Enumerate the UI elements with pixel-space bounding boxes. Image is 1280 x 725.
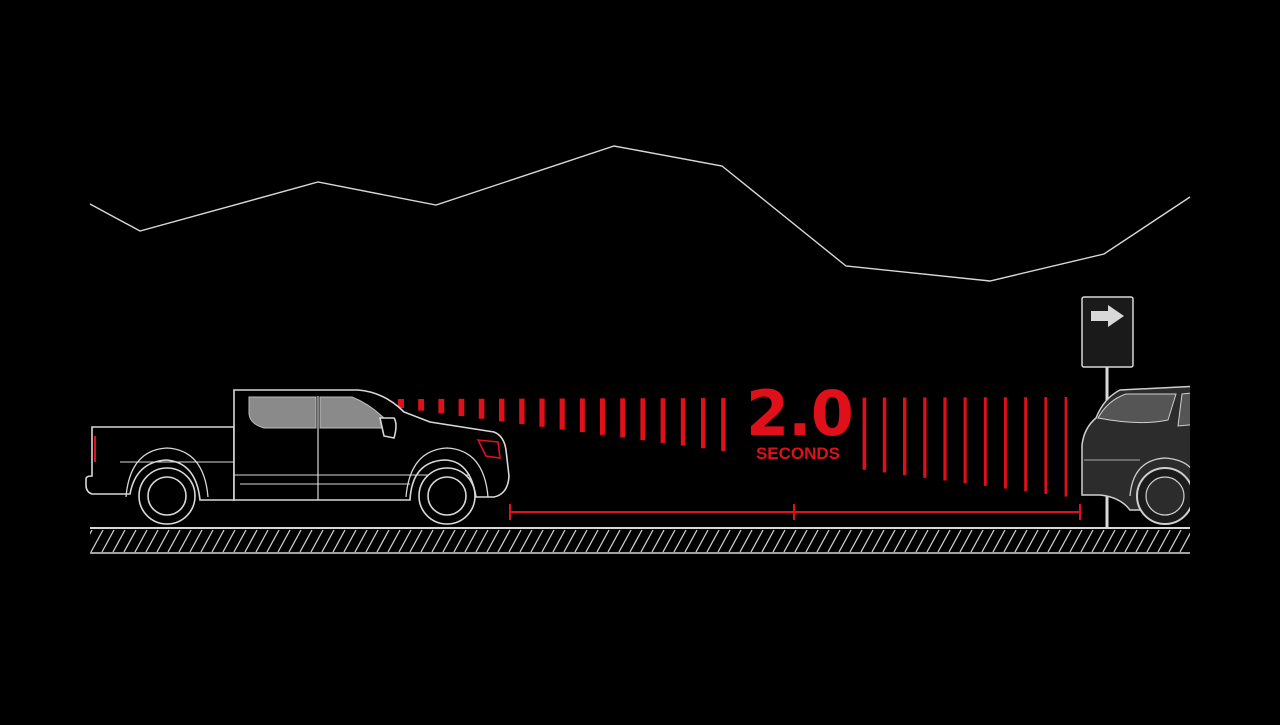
sensor-beam-dash (660, 398, 666, 443)
sensor-beam-dash (943, 397, 947, 481)
following-time-unit: SECONDS (755, 444, 841, 463)
sensor-beam (398, 397, 1068, 497)
sensor-beam-dash (478, 398, 485, 419)
sensor-beam-dash (418, 398, 425, 411)
road (90, 527, 1190, 554)
sensor-beam-dash (499, 398, 505, 422)
sensor-beam-dash (1044, 397, 1048, 494)
sensor-beam-dash (438, 398, 445, 414)
mountain-outline (89, 145, 1191, 282)
sensor-beam-dash (923, 397, 927, 478)
sensor-beam-dash (579, 398, 585, 433)
sensor-beam-dash (600, 398, 605, 435)
sensor-beam-dash (1004, 397, 1007, 489)
road-sign (1081, 296, 1134, 528)
right-arrow-icon (1091, 305, 1124, 327)
sensor-beam-dash (640, 398, 646, 441)
sensor-beam-dash (721, 398, 726, 451)
sensor-beam-dash (1024, 397, 1027, 492)
sensor-beam-dash (963, 397, 967, 484)
sensor-beam-dash (539, 398, 545, 427)
sensor-beam-dash (559, 398, 565, 430)
sensor-beam-dash (398, 399, 404, 408)
sensor-beam-dash (1064, 397, 1068, 497)
sensor-beam-dash (620, 398, 626, 438)
pickup-truck (85, 389, 510, 525)
sensor-beam-dash (862, 397, 867, 470)
sensor-beam-dash (458, 398, 465, 417)
sensor-beam-dash (519, 398, 525, 425)
distance-bracket (509, 504, 1081, 520)
sensor-beam-dash (882, 397, 887, 473)
sensor-beam-dash (701, 398, 706, 449)
sensor-beam-dash (680, 398, 686, 446)
lead-vehicle (1081, 385, 1190, 525)
sensor-beam-dash (983, 397, 987, 486)
following-time-value: 2.0 (746, 377, 854, 450)
sensor-beam-dash (903, 397, 907, 476)
